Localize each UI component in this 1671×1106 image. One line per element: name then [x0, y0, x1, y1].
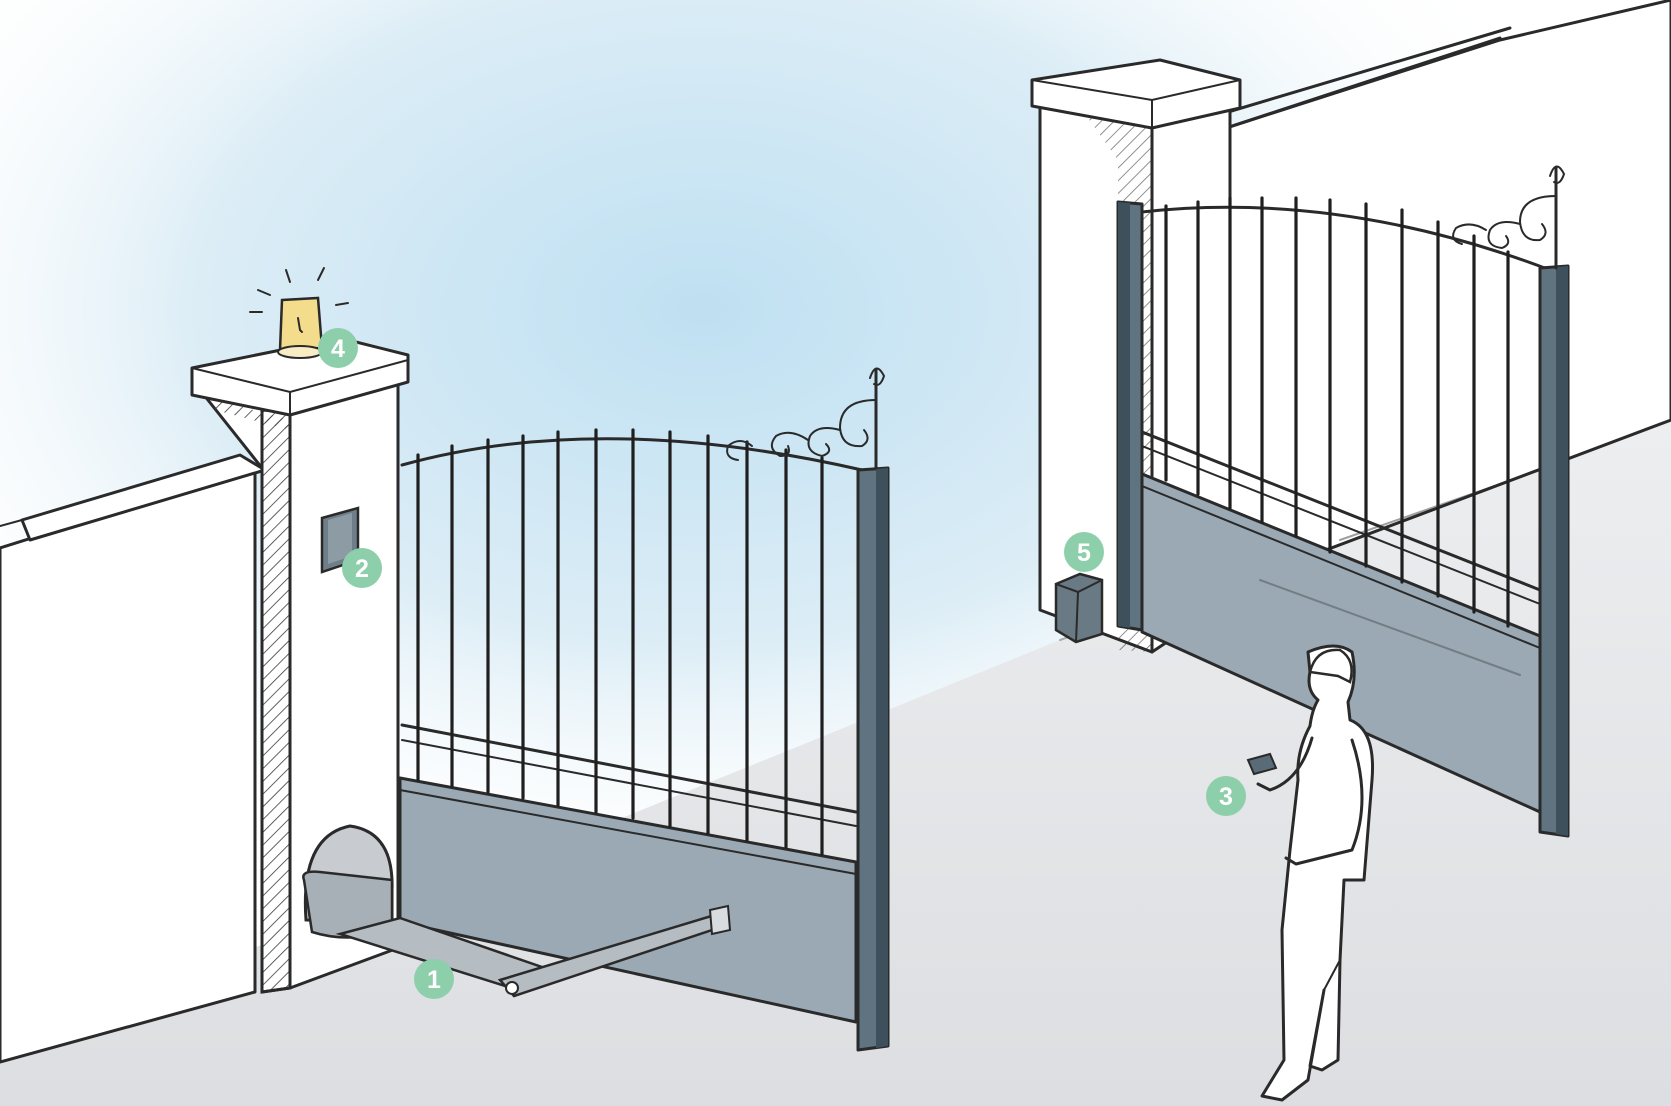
marker-3-label: 3: [1219, 783, 1233, 811]
marker-4: 4: [318, 328, 358, 368]
marker-1-label: 1: [427, 966, 441, 994]
marker-2: 2: [342, 548, 382, 588]
marker-2-label: 2: [355, 555, 369, 583]
marker-5: 5: [1064, 532, 1104, 572]
marker-1: 1: [414, 959, 454, 999]
marker-3: 3: [1206, 776, 1246, 816]
left-wall: [0, 455, 265, 1062]
marker-5-label: 5: [1077, 539, 1091, 567]
marker-4-label: 4: [331, 335, 345, 363]
control-box-device: [1056, 574, 1102, 642]
